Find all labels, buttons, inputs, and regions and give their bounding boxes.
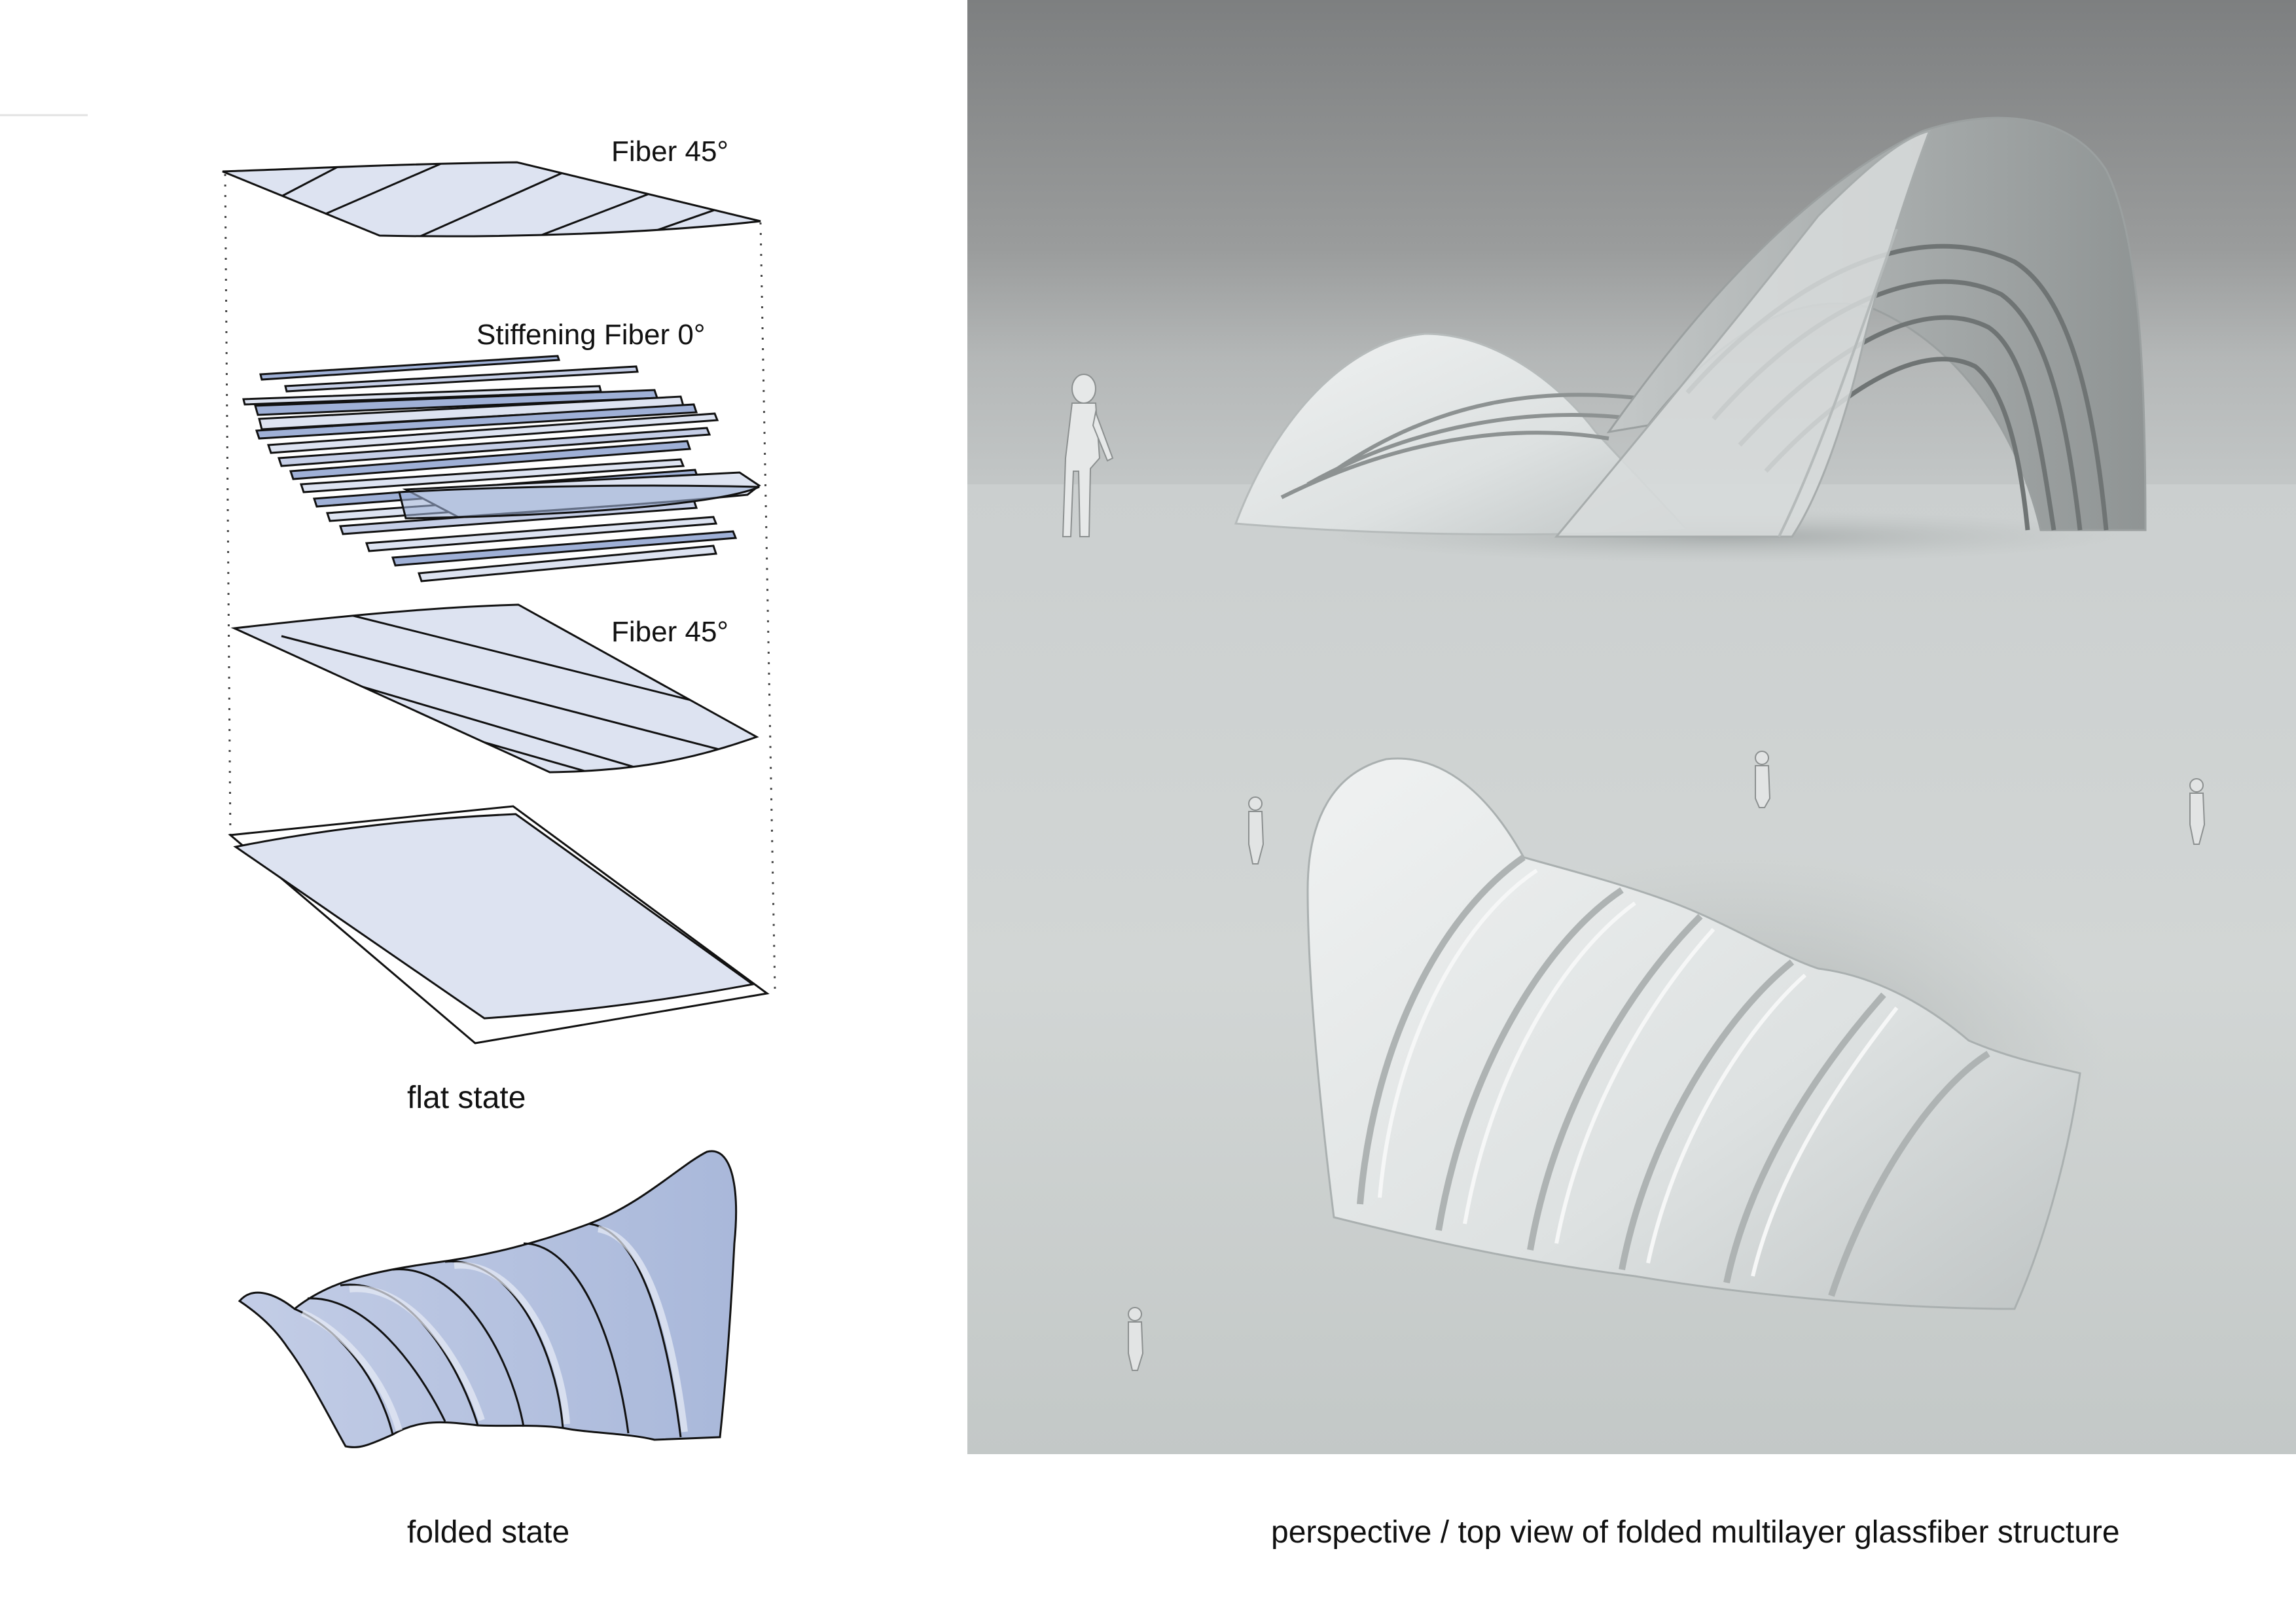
human-figure-small-1 [1248,796,1265,865]
human-figure-small-4 [1128,1307,1144,1371]
fiber-45-middle-label: Fiber 45° [611,616,729,648]
layer-diagram [0,114,776,1448]
guide-line-left [224,173,232,838]
render-caption: perspective / top view of folded multila… [1271,1515,2120,1550]
human-figure-small-3 [2189,778,2206,845]
structure-top-view [1306,757,2106,1310]
folded-state-shape [238,1150,738,1448]
human-figure-large [1062,374,1114,537]
stiffening-fiber-label: Stiffening Fiber 0° [476,319,706,351]
folded-state-caption: folded state [407,1515,570,1550]
fiber-45-top-layer [222,161,761,238]
flat-state-caption: flat state [407,1080,526,1115]
fiber-45-top-label: Fiber 45° [611,135,729,168]
stiffening-fiber-layer [242,355,761,582]
structure-perspective [1234,116,2147,563]
base-layer [228,805,770,1044]
perspective-render [967,0,2296,1454]
guide-line-right [759,222,776,990]
human-figure-small-2 [1755,751,1771,808]
